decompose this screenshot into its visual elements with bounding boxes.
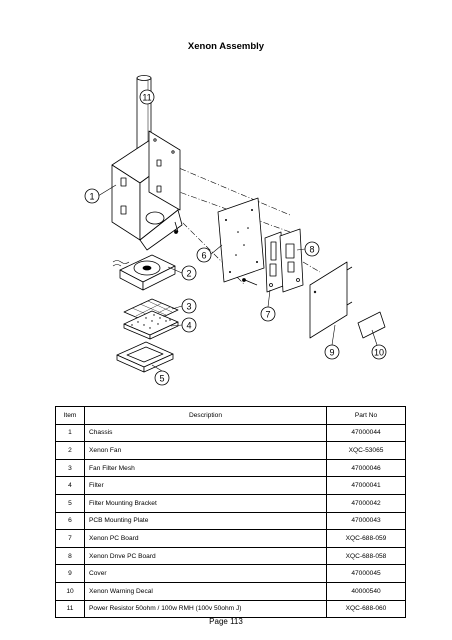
table-header-row: Item Description Part No (55, 406, 406, 425)
callout-balloons: 1 2 3 4 5 6 7 8 9 10 11 (84, 89, 387, 386)
table-row: 7 Xenon PC Board XQC-688-059 (55, 529, 406, 548)
part-fan (112, 254, 176, 291)
cell-description: PCB Mounting Plate (84, 511, 327, 531)
exploded-assembly-diagram: 1 2 3 4 5 6 7 8 9 10 11 (84, 75, 387, 386)
table-row: 9 Cover 47000045 (55, 564, 406, 583)
cell-description: Filter (84, 476, 327, 495)
svg-text:8: 8 (309, 245, 314, 255)
cell-item: 3 (55, 458, 85, 478)
cell-part-no: XQC-688-060 (326, 599, 406, 619)
cell-description: Chassis (84, 423, 327, 443)
table-row: 2 Xenon Fan XQC-53065 (55, 441, 406, 460)
cell-description: Xenon Warning Decal (84, 581, 327, 601)
table-row: 11 Power Resistor 50ohm / 100w RMH (100v… (55, 599, 406, 619)
cell-part-no: 40000540 (326, 581, 406, 601)
header-part-no: Part No (326, 406, 406, 425)
cell-part-no: 47000043 (326, 511, 406, 531)
cell-part-no: 47000044 (326, 423, 406, 443)
cell-item: 6 (55, 511, 85, 531)
cell-item: 8 (55, 546, 85, 566)
cell-description: Cover (84, 564, 327, 583)
page-number: Page 113 (209, 617, 243, 626)
parts-table: Item Description Part No 1 Chassis 47000… (55, 406, 406, 619)
svg-text:6: 6 (201, 251, 206, 261)
svg-text:9: 9 (329, 348, 334, 358)
callout-1: 1 (84, 188, 100, 204)
callout-6: 6 (196, 247, 212, 263)
callout-8: 8 (304, 241, 320, 257)
cell-description: Filter Mounting Bracket (84, 493, 327, 513)
part-chassis (111, 130, 183, 251)
part-xenon-drive-pc-board (279, 228, 304, 293)
callout-2: 2 (181, 265, 197, 281)
cell-part-no: 47000041 (326, 476, 406, 495)
svg-text:11: 11 (142, 93, 151, 103)
table-row: 6 PCB Mounting Plate 47000043 (55, 511, 406, 531)
part-warning-decal (357, 311, 386, 339)
cell-part-no: 47000045 (326, 564, 406, 583)
callout-9: 9 (324, 344, 340, 360)
cell-item: 10 (55, 581, 85, 601)
cell-description: Xenon Fan (84, 441, 327, 460)
cell-part-no: XQC-53065 (326, 441, 406, 460)
cell-item: 5 (55, 493, 85, 513)
part-pcb-mounting-plate (217, 197, 265, 286)
cell-part-no: XQC-688-059 (326, 529, 406, 548)
svg-text:5: 5 (159, 374, 164, 384)
svg-text:4: 4 (186, 321, 191, 331)
table-row: 4 Filter 47000041 (55, 476, 406, 495)
part-cover (309, 261, 353, 339)
cell-part-no: 47000042 (326, 493, 406, 513)
header-item: Item (55, 406, 85, 425)
page-title: Xenon Assembly (187, 41, 265, 52)
svg-text:1: 1 (89, 192, 94, 202)
leader-lines (97, 96, 378, 372)
cell-description: Power Resistor 50ohm / 100w RMH (100v 50… (84, 599, 327, 619)
header-description: Description (84, 406, 327, 425)
part-filter-mounting-bracket (116, 341, 174, 373)
callout-7: 7 (260, 306, 276, 322)
svg-text:7: 7 (265, 310, 270, 320)
callout-3: 3 (181, 298, 197, 314)
cell-part-no: XQC-688-058 (326, 546, 406, 566)
table-row: 10 Xenon Warning Decal 40000540 (55, 581, 406, 601)
table-row: 5 Filter Mounting Bracket 47000042 (55, 493, 406, 513)
cell-item: 1 (55, 423, 85, 443)
part-filter (123, 310, 179, 340)
table-row: 3 Fan Filter Mesh 47000046 (55, 458, 406, 478)
cell-item: 7 (55, 529, 85, 548)
cell-part-no: 47000046 (326, 458, 406, 478)
callout-11: 11 (139, 89, 155, 105)
cell-item: 9 (55, 564, 85, 583)
callout-4: 4 (181, 317, 197, 333)
svg-text:3: 3 (186, 302, 191, 312)
cell-description: Xenon PC Board (84, 529, 327, 548)
cell-item: 4 (55, 476, 85, 495)
table-row: 8 Xenon Dnve PC Board XQC-688-058 (55, 546, 406, 566)
callout-10: 10 (371, 344, 387, 360)
part-xenon-pc-board (264, 231, 284, 293)
cell-description: Xenon Dnve PC Board (84, 546, 327, 566)
svg-text:10: 10 (374, 348, 384, 358)
cell-item: 2 (55, 441, 85, 460)
cell-item: 11 (55, 599, 85, 619)
callout-5: 5 (154, 370, 170, 386)
cell-description: Fan Filter Mesh (84, 458, 327, 478)
svg-text:2: 2 (186, 269, 191, 279)
table-row: 1 Chassis 47000044 (55, 423, 406, 443)
